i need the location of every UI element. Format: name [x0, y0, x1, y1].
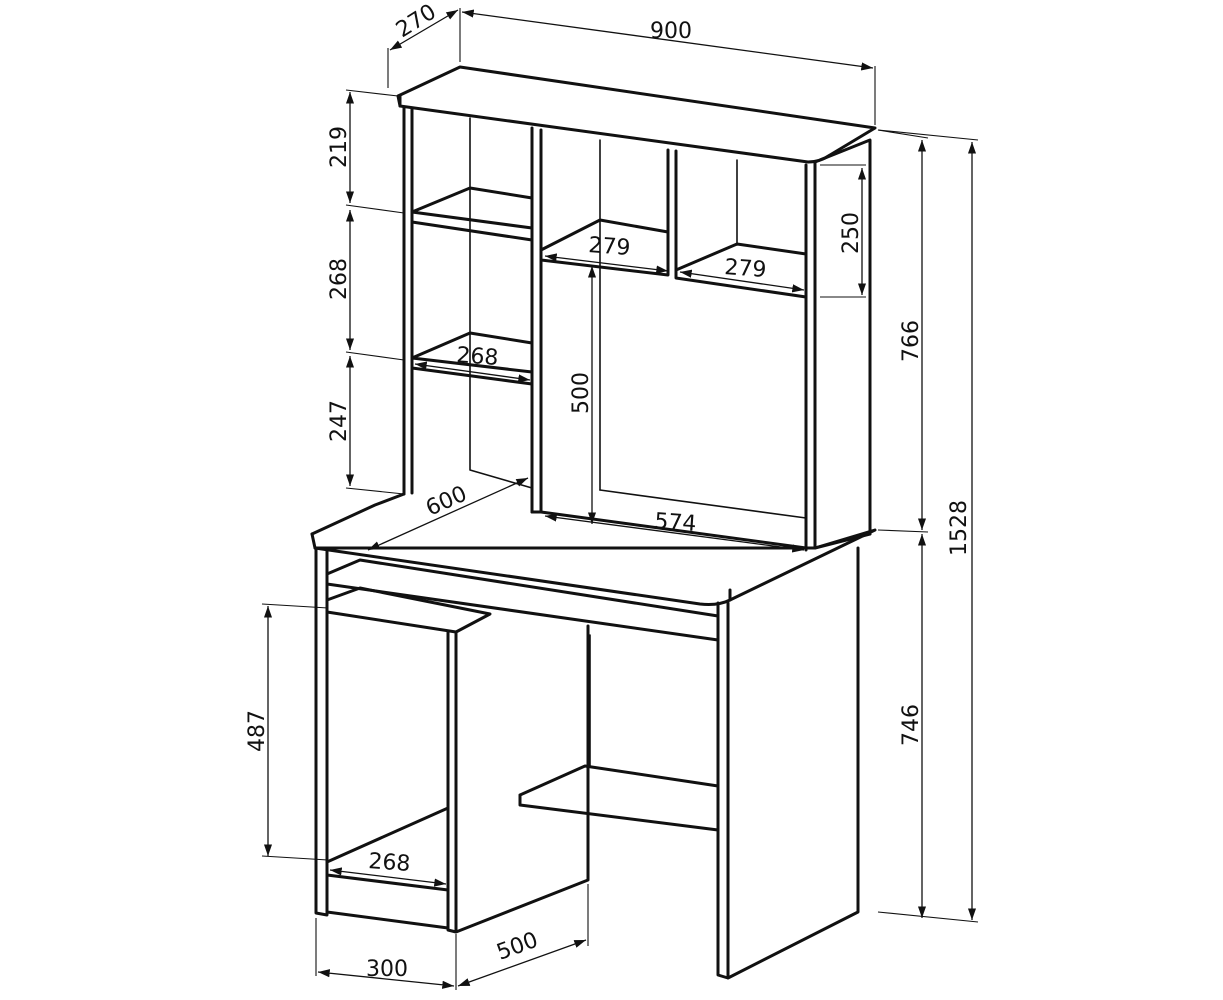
- dim-shelf-width-center: 279: [588, 233, 632, 261]
- dim-pedestal-depth: 500: [494, 928, 542, 966]
- dim-depth-top: 270: [392, 0, 441, 43]
- dim-total-height: 1528: [947, 500, 972, 556]
- keyboard-tray: [325, 558, 720, 642]
- dim-opening-width: 574: [654, 509, 698, 537]
- dim-pedestal-height: 487: [245, 710, 270, 752]
- dimension-lines: [261, 8, 979, 990]
- dim-shelf-gap-top: 219: [327, 126, 352, 168]
- left-shelf-upper: [410, 186, 534, 242]
- dim-right-compartment: 250: [839, 212, 864, 254]
- dim-pedestal-shelf-width: 268: [368, 849, 412, 877]
- hutch-center-divider: [530, 126, 543, 514]
- hutch-left-side: [402, 106, 414, 496]
- desk-left-panel: [314, 546, 329, 917]
- dim-shelf-gap-bottom: 247: [327, 400, 352, 442]
- dim-shelf-width-left-lower: 268: [456, 343, 500, 371]
- pedestal-top: [325, 586, 492, 634]
- desk: [310, 492, 877, 980]
- hutch: [396, 65, 877, 552]
- dim-desk-height: 746: [899, 704, 924, 746]
- dim-shelf-width-right: 279: [724, 255, 768, 283]
- pedestal-front-panel: [446, 624, 590, 934]
- dim-desk-depth: 600: [422, 482, 471, 522]
- desk-lower-shelf: [518, 764, 720, 832]
- dim-hutch-height: 766: [899, 320, 924, 362]
- pedestal-shelf: [325, 806, 450, 892]
- desk-right-leg: [716, 546, 860, 980]
- dim-shelf-gap-mid: 268: [327, 258, 352, 300]
- dim-opening-height: 500: [569, 372, 594, 414]
- dim-pedestal-width: 300: [366, 957, 408, 982]
- dim-width-total: 900: [650, 19, 692, 44]
- desk-top-board: [310, 492, 877, 606]
- dimension-labels: 270 900 219 268 247 250 766 1528 746 279…: [245, 0, 972, 982]
